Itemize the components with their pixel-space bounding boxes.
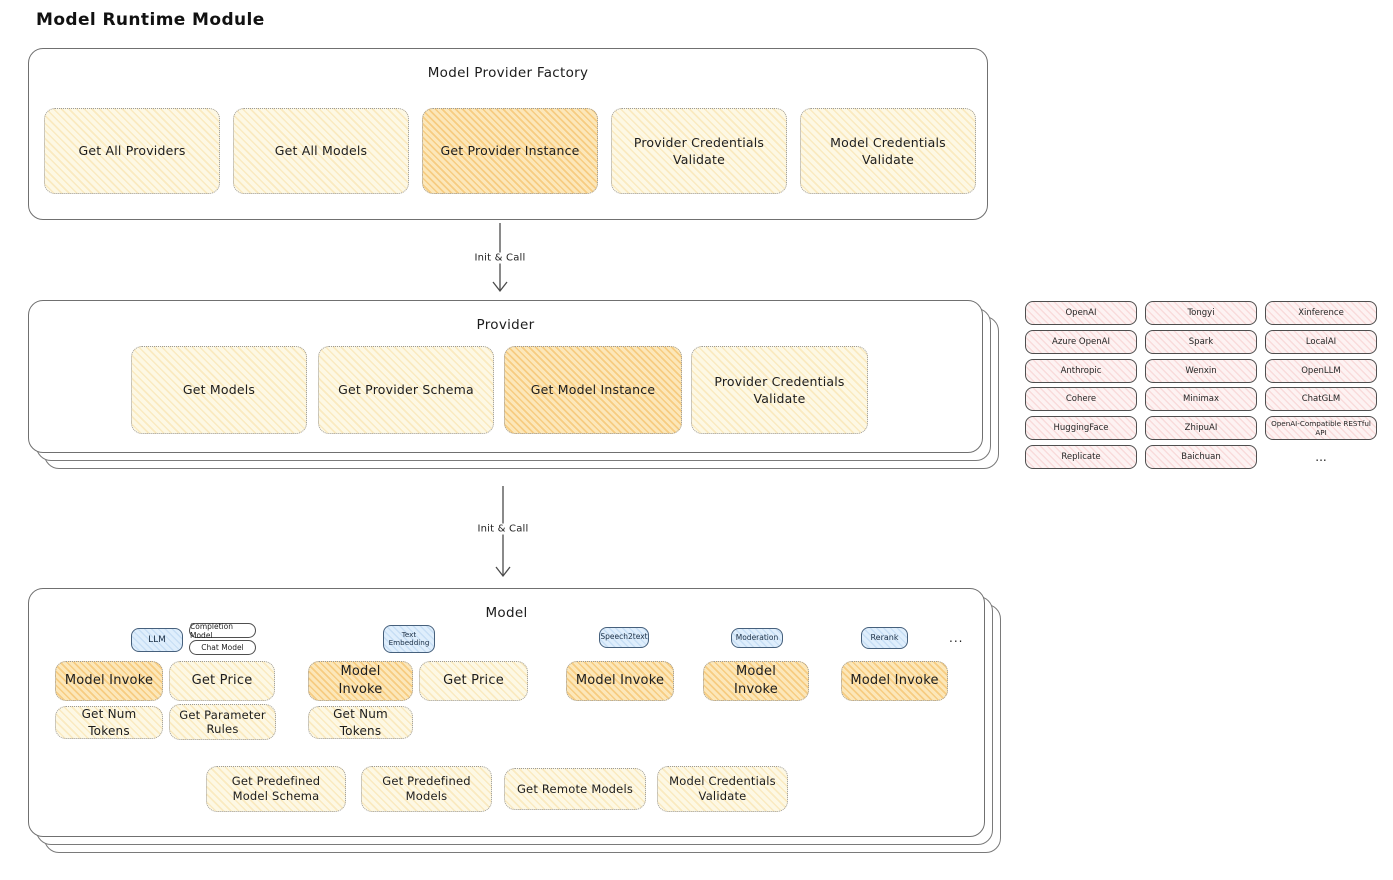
box-get-all-providers: Get All Providers bbox=[44, 108, 220, 194]
tag-llm: LLM bbox=[131, 628, 183, 652]
provider-zhipuai: ZhipuAI bbox=[1145, 416, 1257, 441]
box-model-invoke-llm: Model Invoke bbox=[55, 661, 163, 701]
provider-baichuan: Baichuan bbox=[1145, 444, 1257, 469]
box-provider-credentials-validate: Provider Credentials Validate bbox=[611, 108, 787, 194]
provider-openai-compatible-restful-api: OpenAI-Compatible RESTful API bbox=[1265, 416, 1377, 441]
provider-tongyi: Tongyi bbox=[1145, 301, 1257, 325]
box-model-invoke-moderation: Model Invoke bbox=[703, 661, 809, 701]
provider-anthropic: Anthropic bbox=[1025, 358, 1137, 383]
tag-text-embedding: Text Embedding bbox=[383, 625, 435, 653]
page-title: Model Runtime Module bbox=[36, 10, 265, 30]
box-get-model-instance: Get Model Instance bbox=[504, 346, 682, 434]
factory-container: Model Provider Factory Get All Providers… bbox=[28, 48, 988, 220]
provider-replicate: Replicate bbox=[1025, 444, 1137, 469]
providers-more-ellipsis: ... bbox=[1315, 449, 1327, 464]
tag-speech2text: Speech2text bbox=[599, 627, 649, 648]
provider-azure-openai: Azure OpenAI bbox=[1025, 329, 1137, 354]
box-get-predefined-models: Get Predefined Models bbox=[361, 766, 492, 812]
factory-title: Model Provider Factory bbox=[427, 65, 589, 81]
tag-chat-model: Chat Model bbox=[189, 640, 256, 655]
providers-grid: OpenAI Tongyi Xinference Azure OpenAI Sp… bbox=[1025, 301, 1377, 469]
provider-openai: OpenAI bbox=[1025, 301, 1137, 325]
model-title: Model bbox=[485, 605, 528, 621]
box-model-invoke-embedding: Model Invoke bbox=[308, 661, 413, 701]
tag-rerank: Rerank bbox=[861, 627, 908, 649]
box-provider-credentials-validate-2: Provider Credentials Validate bbox=[691, 346, 868, 434]
provider-localai: LocalAI bbox=[1265, 329, 1377, 354]
box-get-models: Get Models bbox=[131, 346, 307, 434]
box-get-price-llm: Get Price bbox=[169, 661, 275, 701]
box-get-price-embedding: Get Price bbox=[419, 661, 528, 701]
provider-chatglm: ChatGLM bbox=[1265, 387, 1377, 412]
model-container: Model LLM Completion Model Chat Model Te… bbox=[28, 588, 985, 837]
box-get-parameter-rules: Get Parameter Rules bbox=[169, 704, 276, 740]
tag-completion-model: Completion Model bbox=[189, 622, 256, 640]
box-model-credentials-validate-2: Model Credentials Validate bbox=[657, 766, 788, 812]
provider-openllm: OpenLLM bbox=[1265, 358, 1377, 383]
box-get-all-models: Get All Models bbox=[233, 108, 409, 194]
provider-minimax: Minimax bbox=[1145, 387, 1257, 412]
box-get-provider-schema: Get Provider Schema bbox=[318, 346, 494, 434]
tag-moderation: Moderation bbox=[731, 628, 783, 648]
box-get-num-tokens-embedding: Get Num Tokens bbox=[308, 706, 413, 739]
provider-wenxin: Wenxin bbox=[1145, 358, 1257, 383]
box-get-remote-models: Get Remote Models bbox=[504, 768, 646, 810]
arrow2-label: Init & Call bbox=[472, 523, 534, 535]
box-model-invoke-speech2text: Model Invoke bbox=[566, 661, 674, 701]
box-get-provider-instance: Get Provider Instance bbox=[422, 108, 598, 194]
arrow1-label: Init & Call bbox=[469, 252, 531, 264]
provider-huggingface: HuggingFace bbox=[1025, 416, 1137, 441]
box-model-invoke-rerank: Model Invoke bbox=[841, 661, 948, 701]
tags-more-ellipsis: ... bbox=[949, 631, 964, 645]
box-get-predefined-model-schema: Get Predefined Model Schema bbox=[206, 766, 346, 812]
provider-title: Provider bbox=[476, 317, 535, 333]
box-get-num-tokens-llm: Get Num Tokens bbox=[55, 706, 163, 739]
box-model-credentials-validate: Model Credentials Validate bbox=[800, 108, 976, 194]
provider-spark: Spark bbox=[1145, 329, 1257, 354]
provider-xinference: Xinference bbox=[1265, 301, 1377, 325]
provider-container: Provider Get Models Get Provider Schema … bbox=[28, 300, 983, 453]
provider-cohere: Cohere bbox=[1025, 387, 1137, 412]
